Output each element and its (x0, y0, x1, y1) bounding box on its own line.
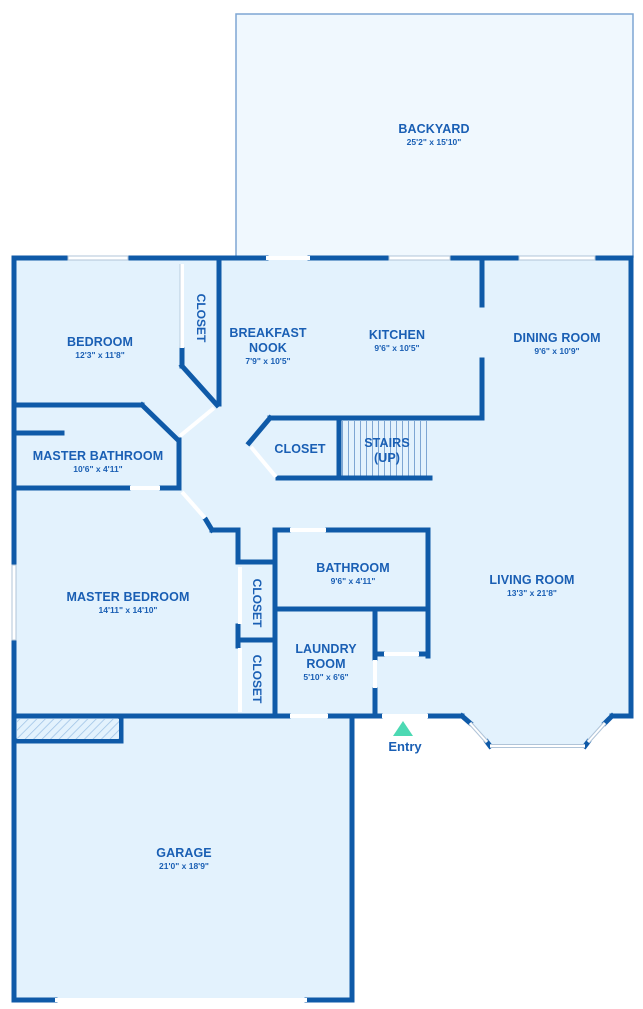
room-dimensions: 5'10" x 6'6" (303, 672, 349, 682)
room-dining-room: DINING ROOM 9'6" x 10'9" (513, 331, 600, 356)
room-dimensions: 9'6" x 10'5" (374, 343, 420, 353)
closet-master-1-label: CLOSET (250, 578, 264, 628)
stairs-text: STAIRS (364, 436, 410, 450)
entry-label: Entry (388, 739, 422, 754)
garage-floor (14, 716, 352, 1001)
room-bathroom: BATHROOM 9'6" x 4'11" (316, 561, 389, 586)
garage-shelf (17, 719, 119, 739)
room-dimensions: 9'6" x 10'9" (534, 346, 580, 356)
room-name: BREAKFAST (229, 326, 307, 340)
stairs-area (342, 421, 430, 476)
room-dimensions: 12'3" x 11'8" (75, 350, 125, 360)
room-dimensions: 21'0" x 18'9" (159, 861, 209, 871)
closet-hall-label: CLOSET (274, 442, 325, 457)
walls (11, 255, 634, 1003)
doorways (130, 264, 428, 718)
room-name: BACKYARD (398, 122, 470, 136)
room-name: LAUNDRY (295, 642, 357, 656)
room-name: MASTER BEDROOM (66, 590, 190, 604)
room-master-bedroom: MASTER BEDROOM 14'11" x 14'10" (67, 590, 190, 615)
room-name: BATHROOM (316, 561, 390, 575)
room-garage: GARAGE 21'0" x 18'9" (156, 846, 211, 871)
room-name: GARAGE (156, 846, 212, 860)
room-name: ROOM (306, 657, 346, 671)
room-dimensions: 9'6" x 4'11" (330, 576, 376, 586)
entry-marker-icon (393, 721, 413, 736)
backyard-area (235, 13, 634, 258)
closet-bedroom-label: CLOSET (194, 293, 208, 343)
room-bedroom: BEDROOM 12'3" x 11'8" (67, 335, 133, 360)
room-name: NOOK (249, 341, 287, 355)
room-laundry-room: LAUNDRY ROOM 5'10" x 6'6" (295, 642, 356, 682)
stairs-direction: (UP) (373, 451, 401, 465)
room-breakfast-nook: BREAKFAST NOOK 7'9" x 10'5" (229, 326, 306, 366)
room-name: LIVING ROOM (489, 573, 575, 587)
house-floor (14, 258, 631, 746)
room-name: KITCHEN (368, 328, 426, 342)
closet-master-2-label: CLOSET (250, 654, 264, 704)
room-kitchen: KITCHEN 9'6" x 10'5" (369, 328, 425, 353)
stairs-label: STAIRS (UP) (364, 436, 410, 466)
room-backyard: BACKYARD 25'2" x 15'10" (398, 122, 469, 147)
room-name: MASTER BATHROOM (32, 449, 164, 463)
room-name: BEDROOM (67, 335, 133, 349)
room-name: DINING ROOM (513, 331, 601, 345)
room-dimensions: 7'9" x 10'5" (245, 356, 291, 366)
room-dimensions: 10'6" x 4'11" (73, 464, 123, 474)
room-master-bathroom: MASTER BATHROOM 10'6" x 4'11" (33, 449, 163, 474)
room-living-room: LIVING ROOM 13'3" x 21'8" (489, 573, 574, 598)
room-dimensions: 25'2" x 15'10" (406, 137, 462, 147)
windows (11, 255, 596, 1002)
room-name: CLOSET (274, 442, 326, 456)
room-dimensions: 13'3" x 21'8" (507, 588, 557, 598)
room-dimensions: 14'11" x 14'10" (98, 605, 158, 615)
